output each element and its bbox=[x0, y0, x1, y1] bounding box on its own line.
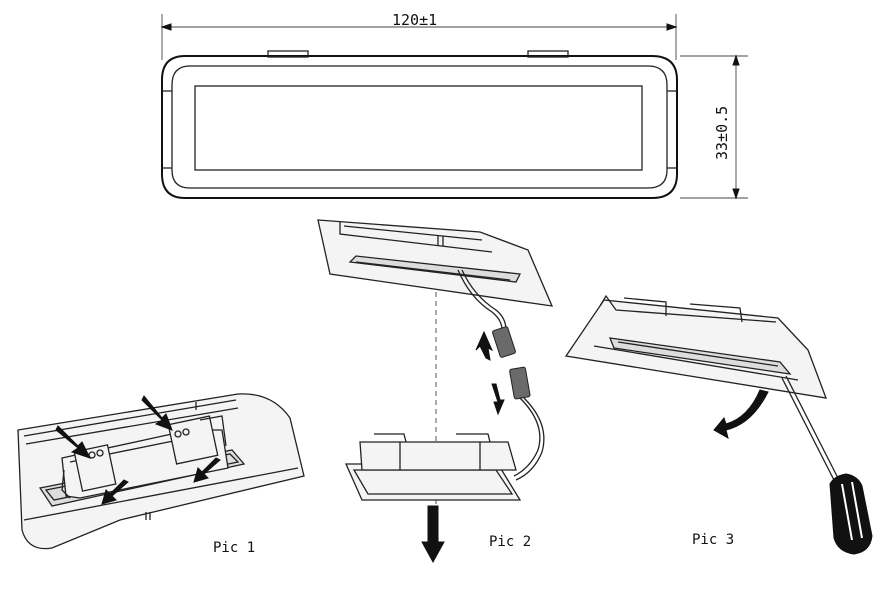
pic1-caption: Pic 1 bbox=[213, 540, 255, 556]
height-dimension-line bbox=[680, 54, 748, 200]
pic3-rotate-arrow bbox=[713, 389, 769, 440]
pic3-illustration bbox=[564, 294, 873, 555]
pic2-caption: Pic 2 bbox=[489, 534, 531, 550]
lamp-dimension-drawing: 120±1 33±0.5 bbox=[160, 11, 748, 200]
width-dimension-line bbox=[160, 14, 678, 60]
lamp-outline bbox=[161, 50, 678, 199]
width-dimension-label: 120±1 bbox=[392, 11, 437, 29]
screwdriver-handle bbox=[829, 473, 873, 555]
pic2-down-arrow bbox=[421, 505, 445, 564]
pic1-press-arrows bbox=[55, 395, 221, 505]
pic2-illustration bbox=[317, 219, 554, 564]
pic2-connector-arrows bbox=[475, 330, 505, 416]
pic3-caption: Pic 3 bbox=[692, 532, 734, 548]
height-dimension-label: 33±0.5 bbox=[713, 106, 731, 160]
pic1-illustration bbox=[17, 393, 305, 550]
